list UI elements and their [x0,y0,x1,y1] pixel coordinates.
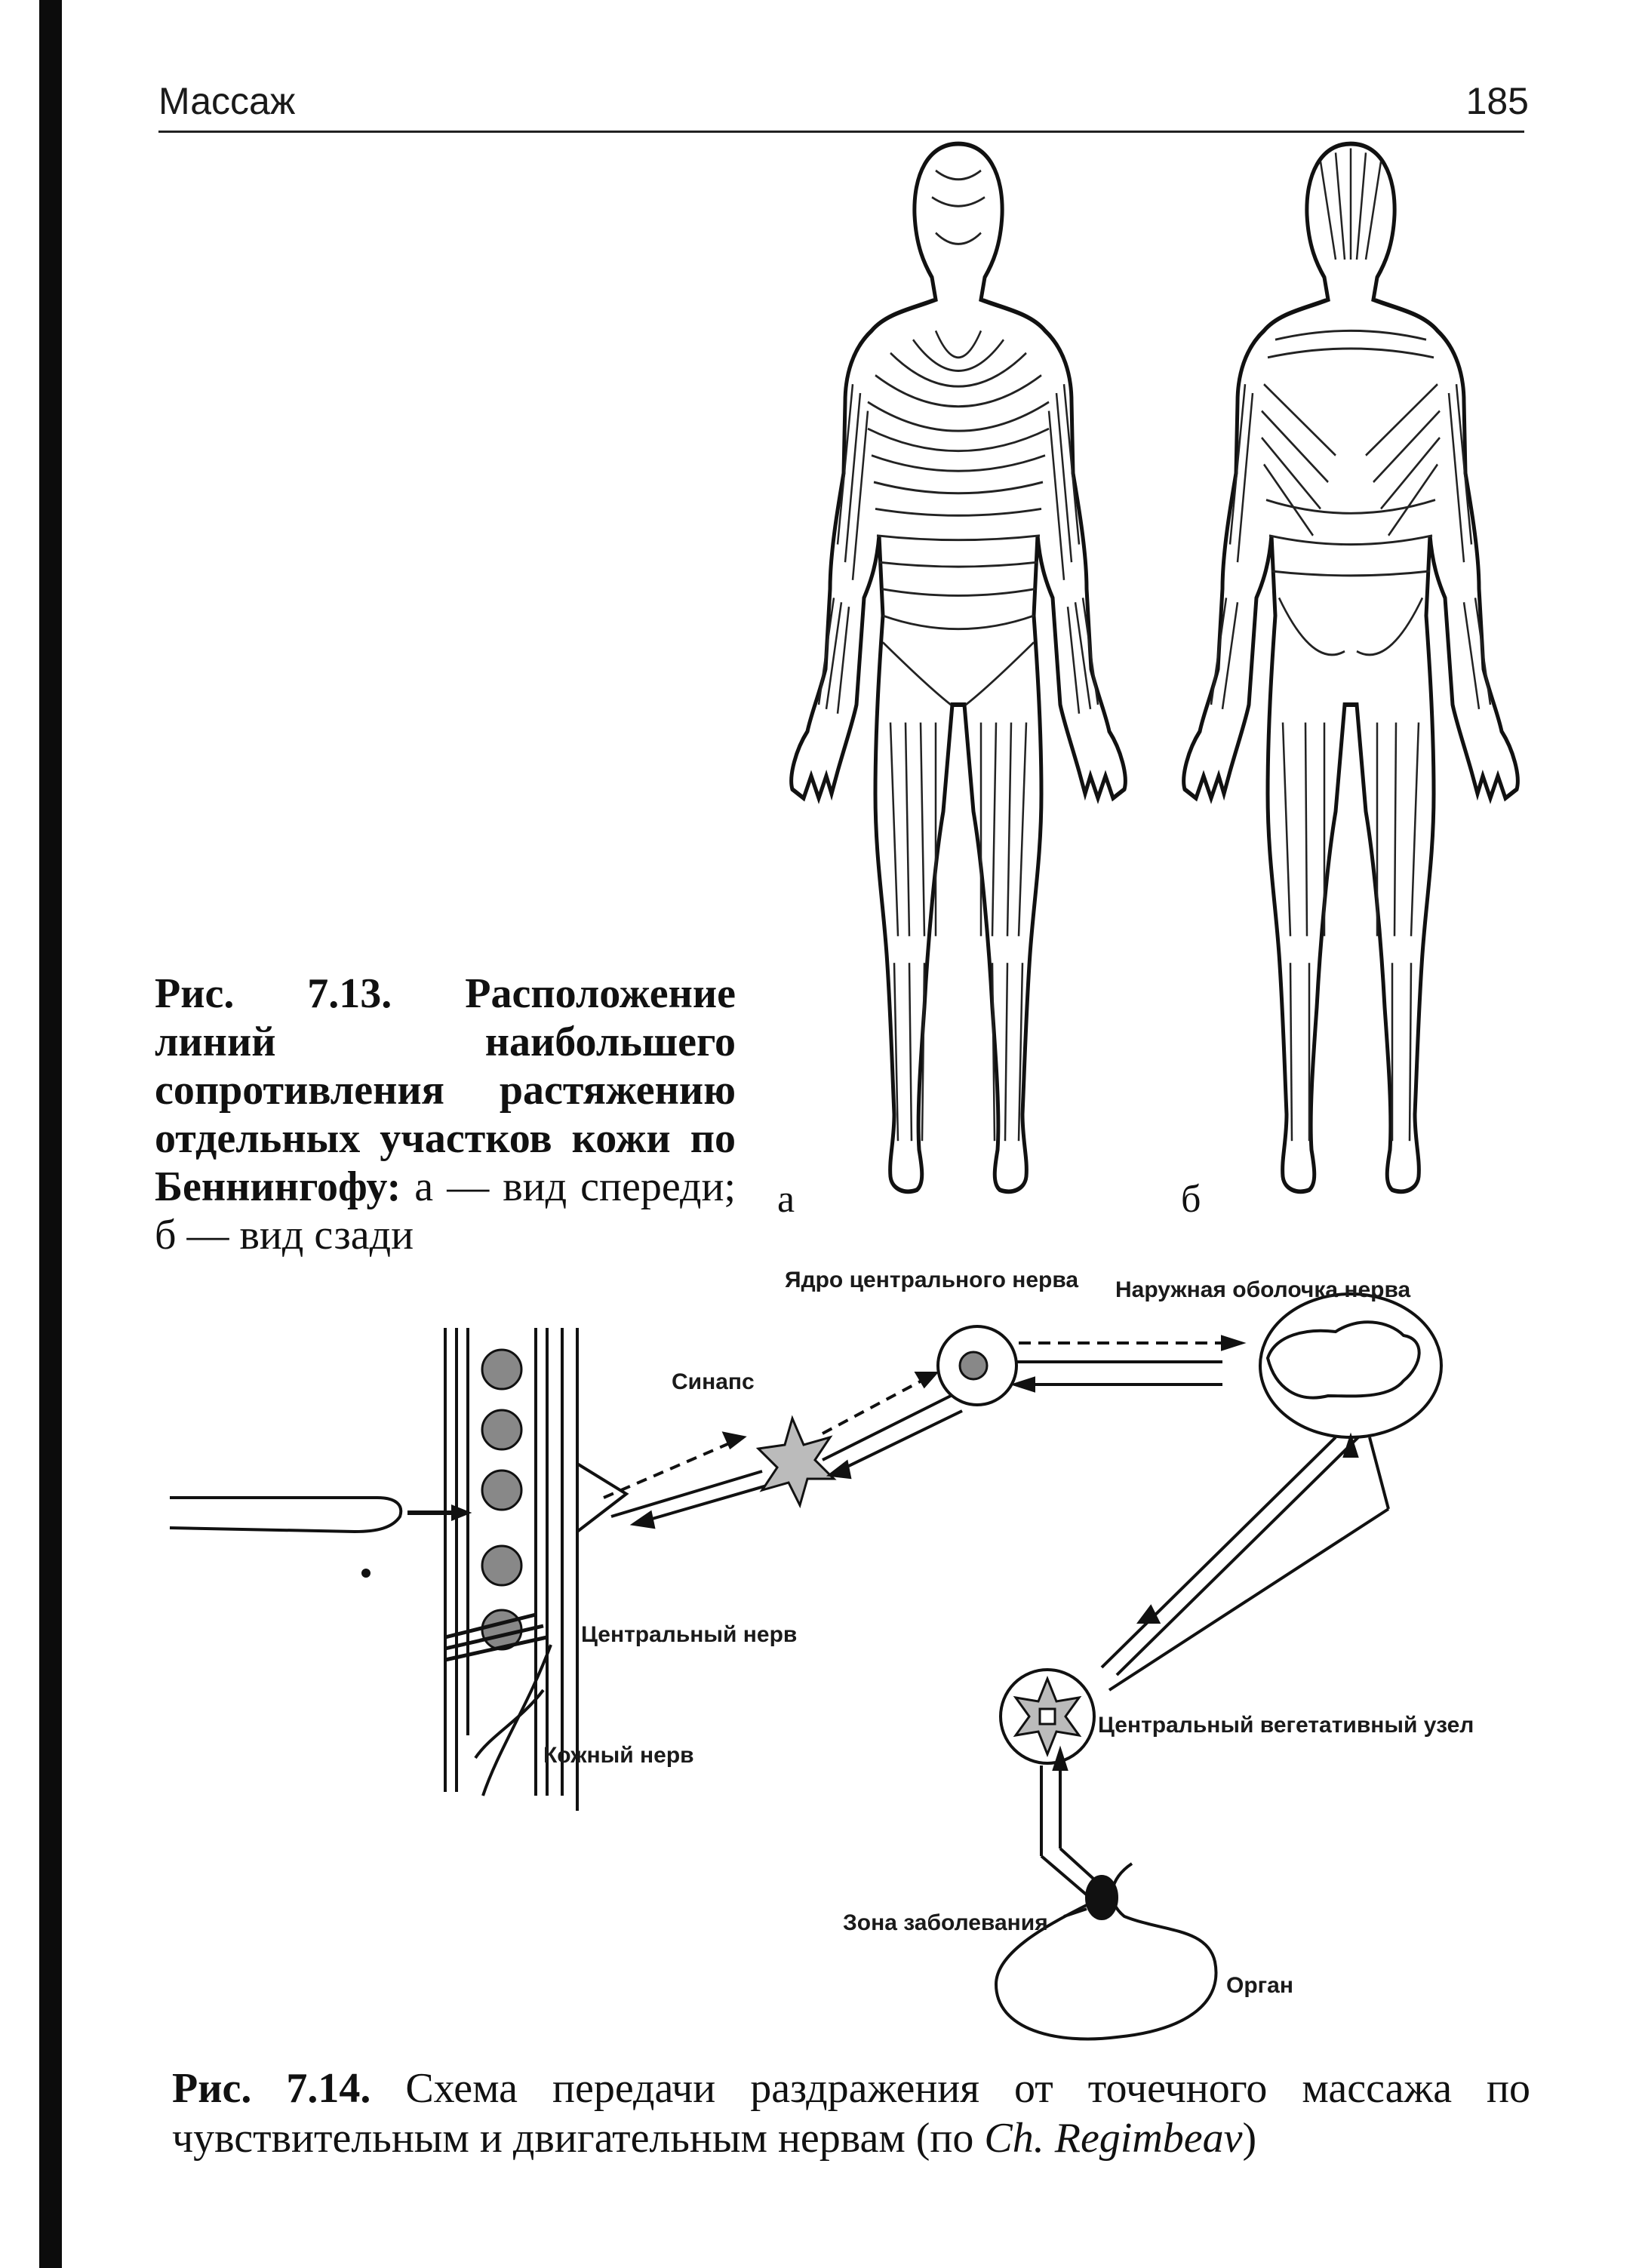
binding-edge [39,0,62,2268]
label-organ: Орган [1226,1973,1293,1998]
figure-7-14-number: Рис. 7.14. [172,2065,371,2112]
label-back-view: б [1181,1178,1201,1221]
label-vegetative-node: Центральный вегетативный узел [1098,1713,1474,1738]
running-head: Массаж [158,80,296,122]
label-synapse: Синапс [672,1369,755,1394]
figure-7-13-caption: Рис. 7.13. Расположение линий наибольшег… [155,970,736,1259]
figure-7-13-title: Расположение линий наибольшего сопротивл… [155,970,736,1210]
label-central-nerve: Центральный нерв [581,1622,798,1647]
label-nucleus: Ядро центрального нерва [785,1268,1079,1292]
header-rule [158,131,1524,133]
label-outer-sheath: Наружная оболочка нерва [1115,1277,1411,1302]
finger-shape [169,1496,403,1534]
label-front-view: а [777,1178,795,1221]
figure-7-13-text: а — вид спереди; б — вид сзади [155,1163,736,1258]
figure-7-14-text: Схема передачи раздражения от точечного … [172,2065,1531,2162]
label-disease-zone: Зона заболевания [843,1910,1048,1935]
figure-7-14-caption: Рис. 7.14. Схема передачи раздражения от… [172,2064,1530,2163]
page-number: 185 [1465,80,1529,122]
label-skin-nerve: Кожный нерв [543,1743,694,1768]
organ-shape [994,1862,1218,2041]
figure-7-14-author: Ch. Regimbeav [984,2115,1243,2162]
figure-7-13-number: Рис. 7.13. [155,970,392,1017]
synapse-star [755,1415,837,1509]
figure-7-14-text-end: ) [1242,2115,1257,2162]
